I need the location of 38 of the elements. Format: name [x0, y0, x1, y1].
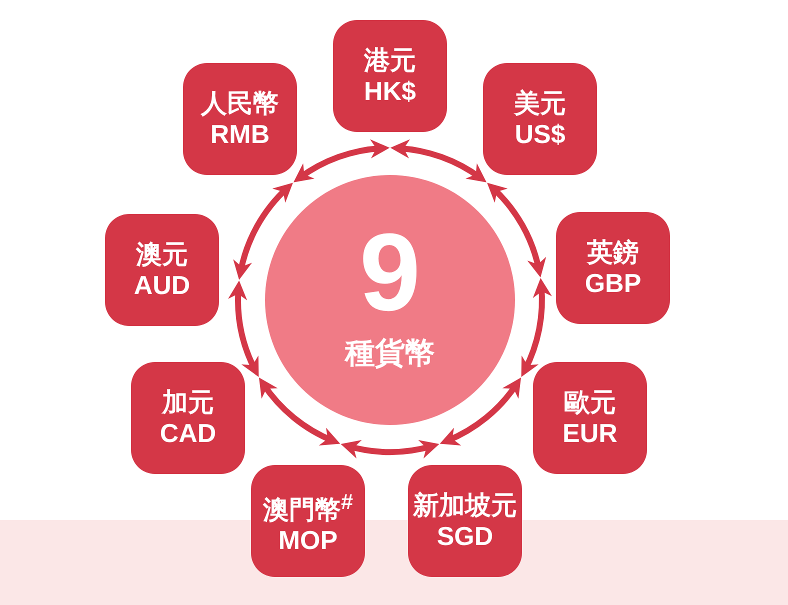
currency-name: 澳元	[136, 239, 188, 270]
currency-box	[251, 465, 365, 577]
currency-code: CAD	[160, 418, 216, 449]
currency-name: 新加坡元	[413, 490, 517, 521]
currency-box	[131, 362, 245, 474]
currency-name: 加元	[162, 387, 214, 418]
currency-name: 歐元	[564, 387, 616, 418]
currency-name: 港元	[364, 45, 416, 76]
double-arrow	[520, 278, 552, 378]
currency-code: SGD	[436, 521, 494, 552]
currency-code: US$	[514, 119, 566, 150]
currency-code: MOP	[278, 525, 338, 556]
currency-box	[333, 20, 447, 132]
currency-code: EUR	[562, 418, 618, 449]
currency-box	[556, 212, 670, 324]
currency-code: GBP	[584, 268, 642, 299]
currency-name: 人民幣	[201, 88, 279, 119]
currency-code: HK$	[364, 76, 416, 107]
currency-box	[105, 214, 219, 326]
currency-name: 英鎊	[587, 237, 639, 268]
double-arrow	[234, 182, 293, 280]
double-arrow	[487, 182, 546, 278]
count-number: 9	[359, 218, 421, 328]
currency-name: 澳門幣$^{#}$	[262, 488, 354, 526]
double-arrow	[440, 378, 522, 445]
currency-box	[408, 465, 522, 577]
currency-code: AUD	[134, 270, 190, 301]
double-arrow	[340, 439, 440, 458]
count-caption: 種貨幣	[345, 336, 435, 372]
double-arrow	[293, 140, 390, 182]
currency-name: 美元	[514, 88, 566, 119]
double-arrow	[258, 378, 340, 445]
currency-box	[183, 63, 297, 175]
double-arrow	[390, 140, 487, 182]
double-arrow	[228, 280, 260, 378]
currency-code: RMB	[210, 119, 270, 150]
currency-box	[483, 63, 597, 175]
currency-box	[533, 362, 647, 474]
